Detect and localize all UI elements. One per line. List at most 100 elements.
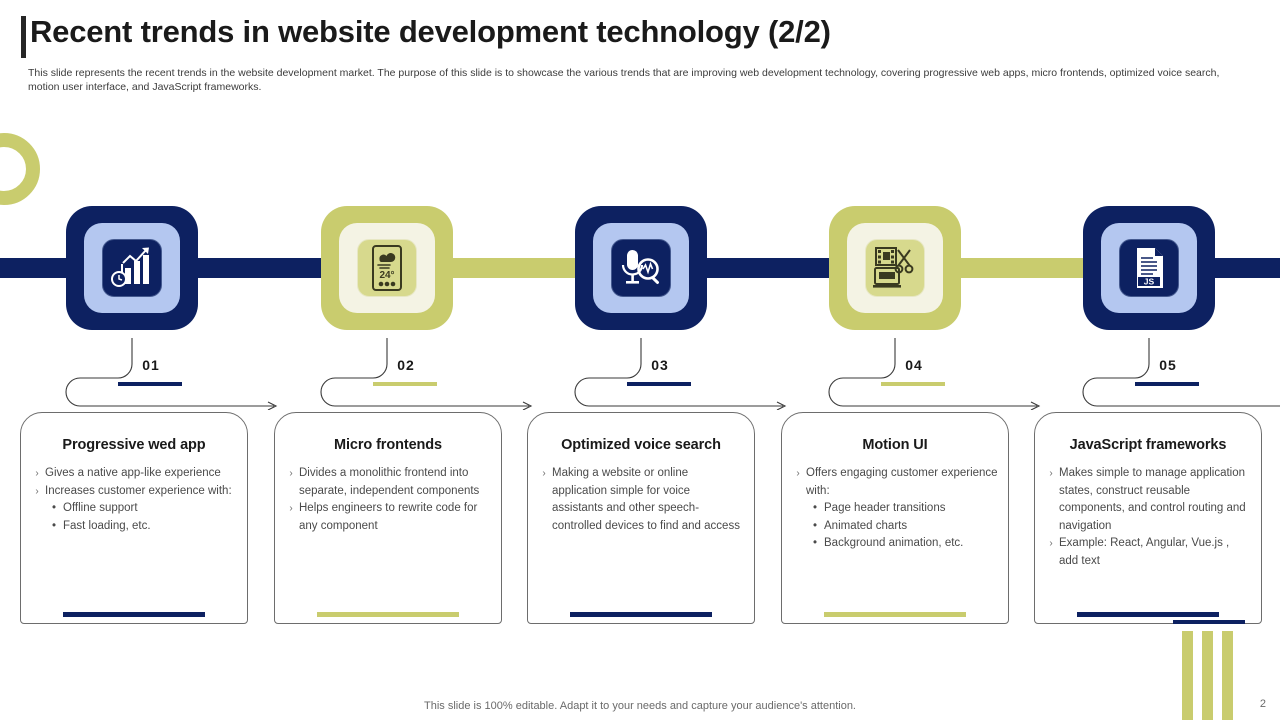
sub-bullet-text: Offline support <box>63 502 138 514</box>
connector-path <box>828 338 1041 410</box>
bullet-text: Example: React, Angular, Vue.js , add te… <box>1059 537 1230 567</box>
sub-bullet-item: • Offline support <box>45 500 237 518</box>
step-number: 04 <box>905 357 923 373</box>
bullet-item: › Making a website or online application… <box>536 465 744 535</box>
video-editing-scissors-icon <box>865 239 925 297</box>
svg-text:24°: 24° <box>379 270 394 281</box>
card-accent-rule <box>824 612 966 617</box>
dot-bullet-icon: • <box>51 502 57 514</box>
decorative-bar <box>1222 631 1233 720</box>
chevron-right-icon: › <box>1049 468 1053 479</box>
step-number: 01 <box>142 357 160 373</box>
card-title: Micro frontends <box>333 437 443 453</box>
chevron-right-icon: › <box>1049 538 1053 549</box>
timeline-node-02[interactable]: 24° <box>321 206 453 330</box>
sub-bullet-item: • Animated charts <box>806 518 998 536</box>
sub-bullet-text: Background animation, etc. <box>824 537 964 549</box>
dot-bullet-icon: • <box>51 519 57 532</box>
svg-text:JS: JS <box>1144 277 1155 287</box>
bullet-text: Increases customer experience with: <box>45 484 232 497</box>
sub-bullet-item: • Page header transitions <box>806 500 998 518</box>
sub-bullet-text: Fast loading, etc. <box>63 519 151 532</box>
card-title: Progressive wed app <box>62 437 206 453</box>
card-bullets: › Making a website or online application… <box>536 465 744 535</box>
page-subtitle: This slide represents the recent trends … <box>28 67 1220 93</box>
js-document-icon: JS <box>1119 239 1179 297</box>
chevron-right-icon: › <box>289 503 293 514</box>
bullet-text: Makes simple to manage application state… <box>1059 467 1246 532</box>
timeline-node-05[interactable]: JS <box>1083 206 1215 330</box>
chevron-right-icon: › <box>35 468 39 479</box>
spine-segment <box>707 258 829 278</box>
bullet-item: › Offers engaging customer experience wi… <box>790 465 998 500</box>
card-bullets: › Offers engaging customer experience wi… <box>790 465 998 553</box>
sub-bullet-item: • Background animation, etc. <box>806 535 998 553</box>
page-title: Recent trends in website development tec… <box>30 14 831 49</box>
step-card-01[interactable]: Progressive wed app › Gives a native app… <box>20 412 248 624</box>
step-number-rule <box>1135 382 1199 386</box>
bullet-item: › Gives a native app-like experience <box>29 465 237 483</box>
step-number-rule <box>118 382 182 386</box>
timeline-node-01[interactable] <box>66 206 198 330</box>
bullet-text: Offers engaging customer experience with… <box>806 467 998 497</box>
step-number: 03 <box>651 357 669 373</box>
title-accent-bar <box>21 16 26 58</box>
spine-segment <box>198 258 321 278</box>
card-bullets: › Divides a monolithic frontend into sep… <box>283 465 491 535</box>
card-accent-rule <box>1077 612 1219 617</box>
bullet-text: Helps engineers to rewrite code for any … <box>299 502 478 532</box>
bullet-item: › Increases customer experience with: <box>29 483 237 501</box>
step-number-rule <box>881 382 945 386</box>
chevron-right-icon: › <box>35 485 39 497</box>
connector-04: 04 <box>819 338 1059 410</box>
spine-segment <box>0 258 66 278</box>
connector-03: 03 <box>565 338 805 410</box>
bullet-text: Making a website or online application s… <box>552 467 740 532</box>
step-number-rule <box>627 382 691 386</box>
card-bullets: › Makes simple to manage application sta… <box>1043 465 1251 570</box>
card-title: Motion UI <box>862 437 928 453</box>
connector-path <box>574 338 787 410</box>
step-card-04[interactable]: Motion UI › Offers engaging customer exp… <box>781 412 1009 624</box>
connector-path <box>1082 338 1280 407</box>
connector-02: 02 <box>311 338 551 410</box>
card-accent-rule <box>317 612 459 617</box>
connector-path <box>65 338 278 410</box>
step-number-rule <box>373 382 437 386</box>
step-number: 05 <box>1159 357 1177 373</box>
microphone-search-icon <box>611 239 671 297</box>
connector-01: 01 <box>56 338 296 410</box>
connector-05: 05 <box>1073 338 1280 410</box>
dot-bullet-icon: • <box>812 502 818 514</box>
step-card-03[interactable]: Optimized voice search › Making a websit… <box>527 412 755 624</box>
step-card-02[interactable]: Micro frontends › Divides a monolithic f… <box>274 412 502 624</box>
bullet-text: Divides a monolithic frontend into separ… <box>299 467 480 497</box>
chevron-right-icon: › <box>289 468 293 479</box>
footer-accent-cap <box>1173 620 1245 624</box>
page-number: 2 <box>1259 698 1266 710</box>
footer-decorative-bars <box>1182 631 1233 720</box>
mobile-weather-widget-icon: 24° <box>357 239 417 297</box>
bullet-item: › Example: React, Angular, Vue.js , add … <box>1043 535 1251 570</box>
sub-bullet-item: • Fast loading, etc. <box>45 518 237 536</box>
card-accent-rule <box>63 612 205 617</box>
timeline-node-04[interactable] <box>829 206 961 330</box>
sub-bullet-text: Animated charts <box>824 519 908 532</box>
spine-segment <box>961 258 1083 278</box>
chevron-right-icon: › <box>796 468 800 479</box>
bullet-item: › Makes simple to manage application sta… <box>1043 465 1251 535</box>
timeline-node-03[interactable] <box>575 206 707 330</box>
spine-segment <box>453 258 575 278</box>
dot-bullet-icon: • <box>812 519 818 532</box>
footer-note: This slide is 100% editable. Adapt it to… <box>424 700 856 712</box>
decorative-bar <box>1182 631 1193 720</box>
chevron-right-icon: › <box>542 468 546 479</box>
card-title: Optimized voice search <box>561 437 721 453</box>
decorative-bar <box>1202 631 1213 720</box>
bullet-text: Gives a native app-like experience <box>45 467 221 479</box>
bullet-item: › Divides a monolithic frontend into sep… <box>283 465 491 500</box>
bullet-item: › Helps engineers to rewrite code for an… <box>283 500 491 535</box>
dot-bullet-icon: • <box>812 537 818 549</box>
step-card-05[interactable]: JavaScript frameworks › Makes simple to … <box>1034 412 1262 624</box>
